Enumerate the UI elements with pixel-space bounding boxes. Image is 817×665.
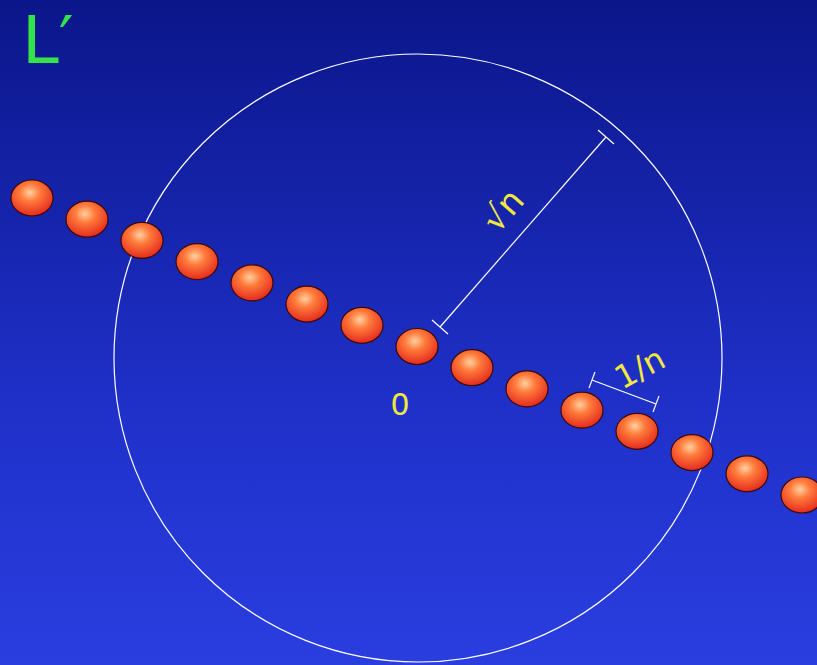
lattice-ball [341,307,383,343]
lattice-ball [726,456,768,492]
lattice-ball [671,435,713,471]
lattice-ball [396,328,438,364]
ball-circle [114,54,722,662]
lattice-ball [451,350,493,386]
radius-label: √n [476,183,530,238]
lattice-ball [231,265,273,301]
lattice-ball [66,201,108,237]
lattice-ball [286,286,328,322]
lattice-ball [121,222,163,258]
lattice-ball [11,180,53,216]
lattice-ball [506,371,548,407]
radius-dimension [432,130,614,334]
lattice-ball [561,392,603,428]
spacing-label: 1/n [610,342,670,394]
lattice-ball [781,477,817,513]
lattice-ball [176,244,218,280]
origin-label: 0 [390,390,409,420]
lattice-points [11,180,817,513]
lattice-ball [616,413,658,449]
line-name: L′ [22,8,74,74]
